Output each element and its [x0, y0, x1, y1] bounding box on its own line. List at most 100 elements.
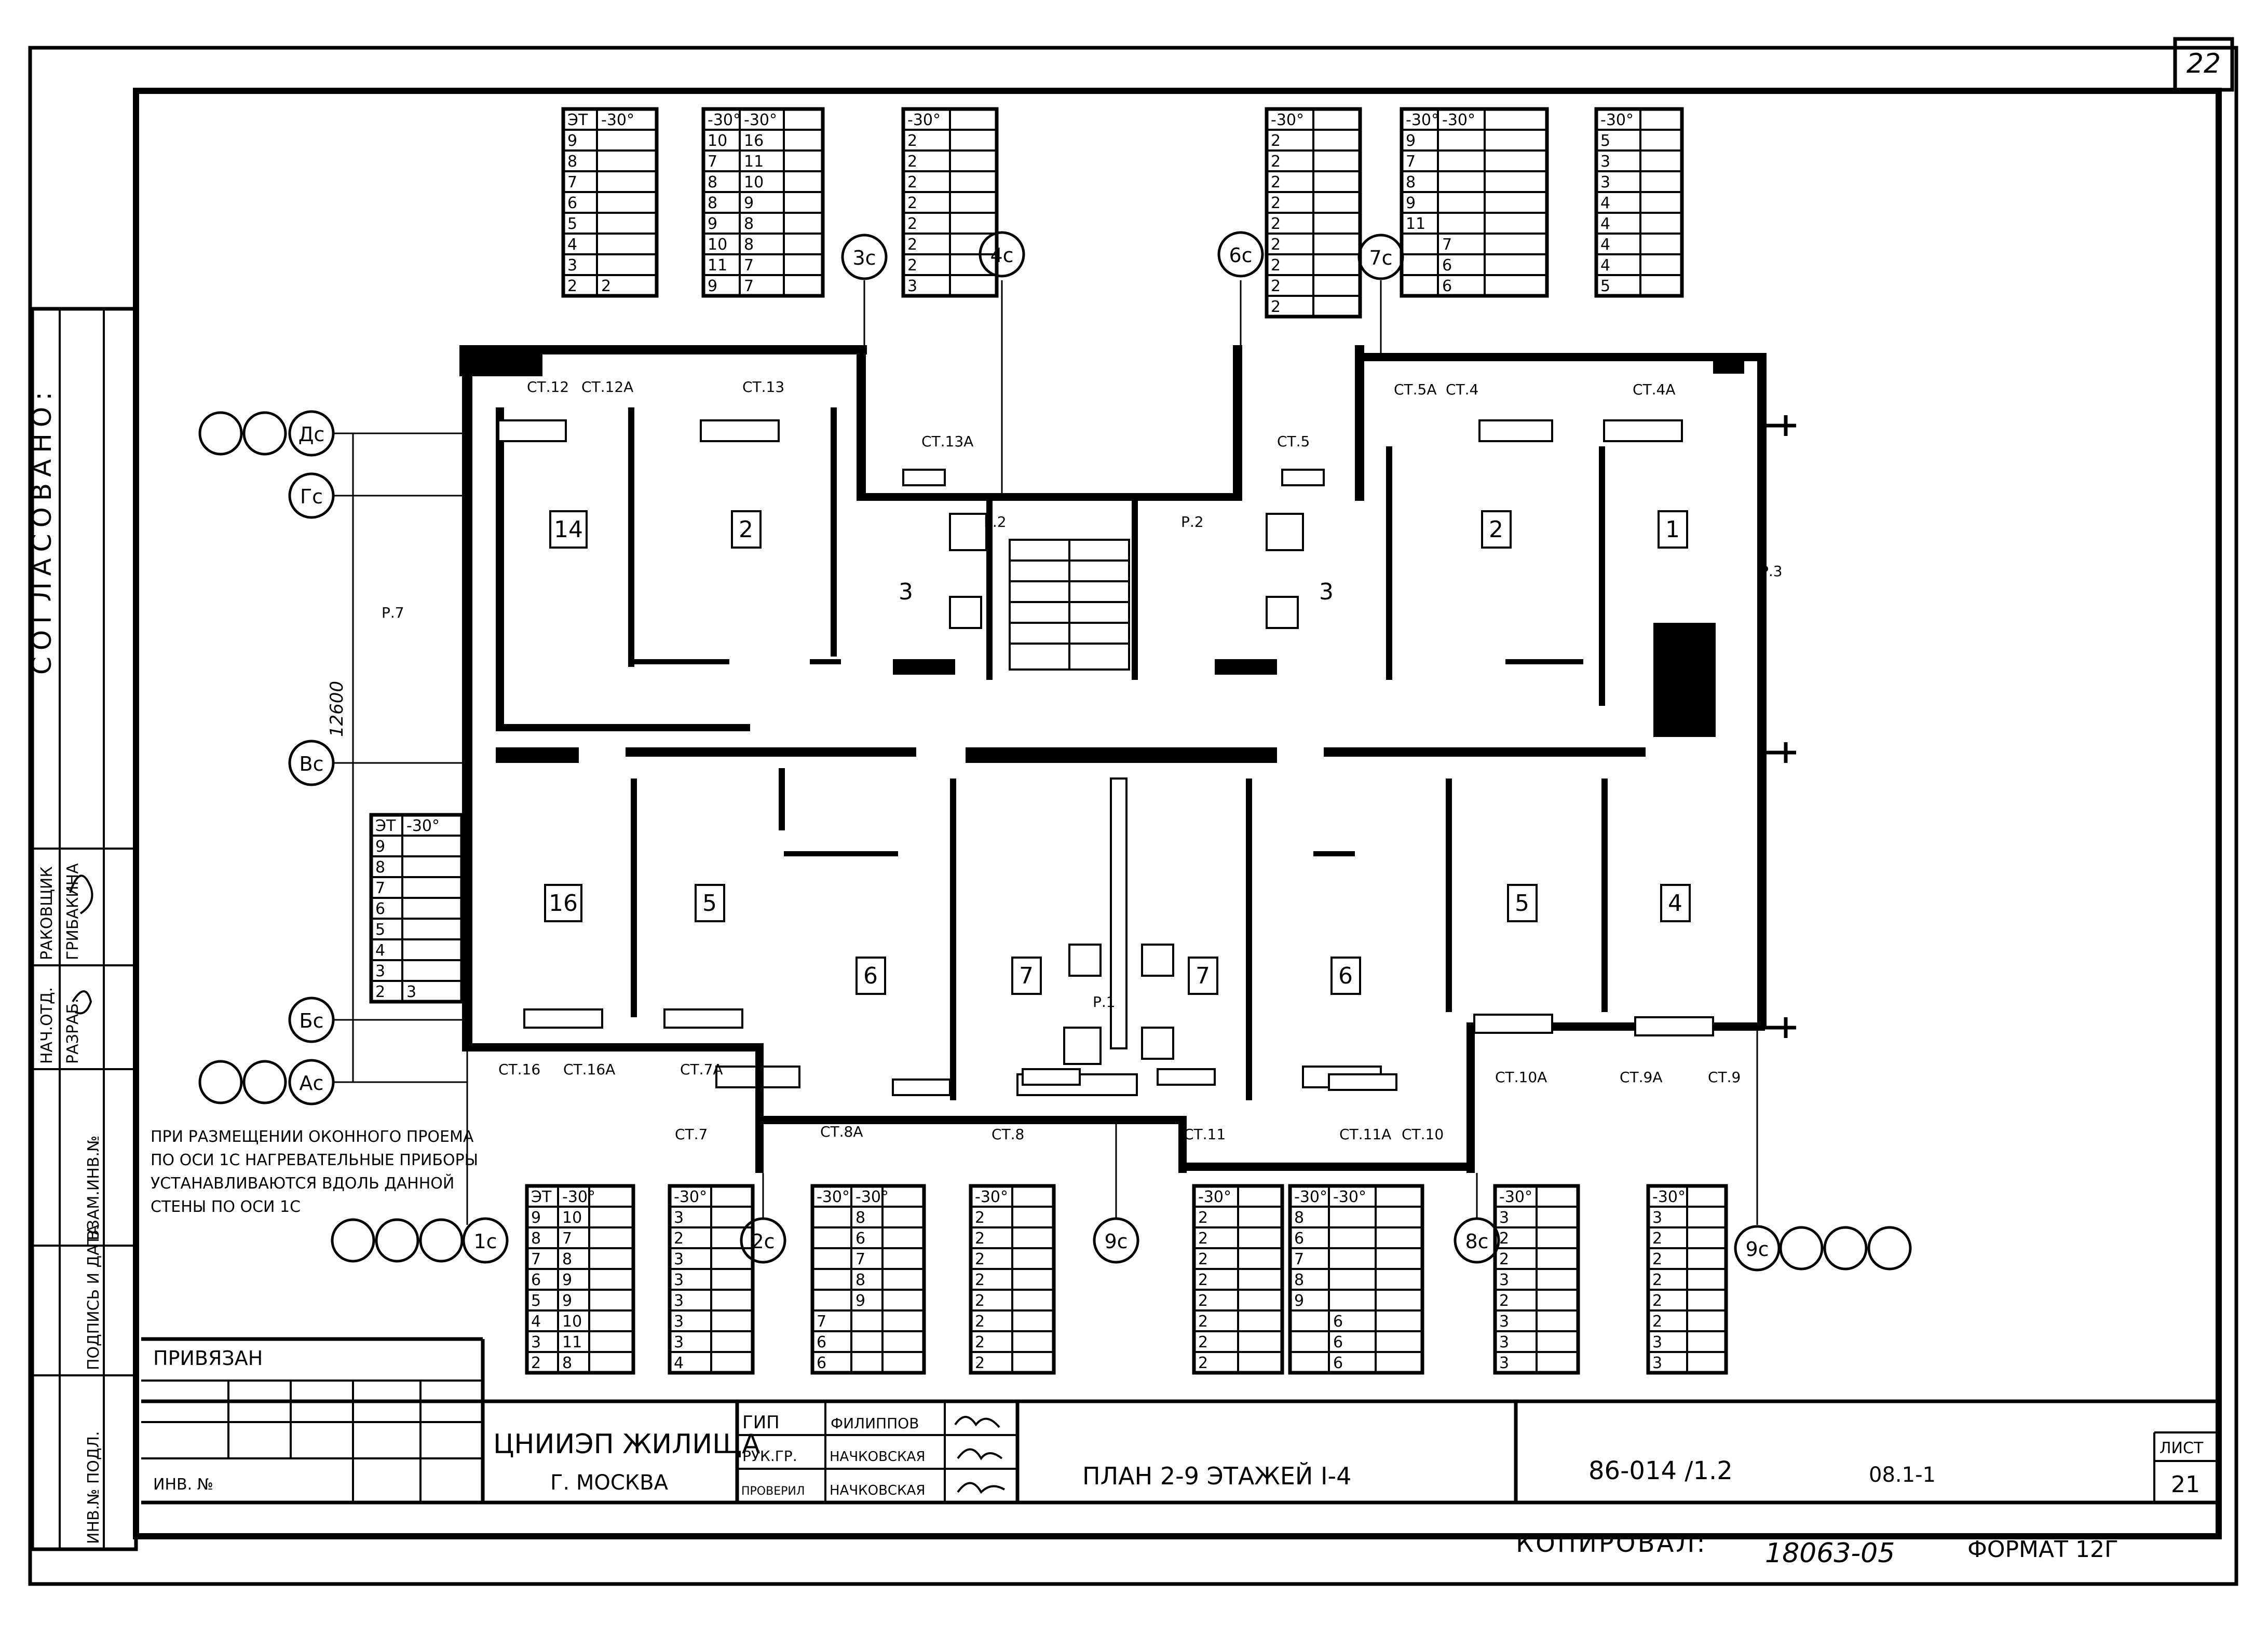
svg-text:ПРИ РАЗМЕЩЕНИИ ОКОННОГО ПРОЕМА: ПРИ РАЗМЕЩЕНИИ ОКОННОГО ПРОЕМА — [151, 1128, 474, 1146]
table-cell: 3 — [674, 1271, 684, 1289]
table-cell: 9 — [1406, 194, 1416, 212]
stamp-replace: ВЗАМ.ИНВ.№ — [85, 1136, 103, 1240]
table-cell: 11 — [708, 256, 727, 275]
table-cell: 8 — [708, 194, 717, 212]
axis-marker-dc: Дс — [198, 410, 335, 457]
table-cell: 2 — [567, 277, 577, 295]
pipe-r1: Р.1 — [1093, 993, 1116, 1010]
sheet-code2: 08.1-1 — [1869, 1463, 1936, 1487]
svg-text:7: 7 — [1019, 963, 1034, 989]
table-cell: 10 — [744, 173, 764, 192]
table-cell: -30° — [1499, 1188, 1532, 1206]
svg-text:6с: 6с — [1229, 244, 1252, 267]
svg-text:9с: 9с — [1745, 1238, 1769, 1261]
table-cell: -30° — [1294, 1188, 1327, 1206]
table-cell: 8 — [855, 1271, 865, 1289]
svg-text:Дс: Дс — [298, 423, 325, 446]
riser-st11: СТ.11 — [1184, 1126, 1226, 1143]
table-cell: 2 — [601, 277, 611, 295]
room-3a: 3 — [899, 579, 913, 605]
riser-st13a: СТ.13А — [921, 433, 973, 450]
format-label: ФОРМАТ 12Г — [1967, 1536, 2118, 1563]
table-cell: 7 — [567, 173, 577, 192]
svg-text:5: 5 — [1515, 890, 1529, 917]
svg-text:2с: 2с — [751, 1230, 775, 1253]
table-cell: 2 — [531, 1354, 541, 1372]
table-cell: 3 — [1499, 1354, 1509, 1372]
table-cell: 9 — [855, 1292, 865, 1310]
riser-st13: СТ.13 — [742, 378, 784, 395]
svg-text:14: 14 — [554, 516, 583, 543]
table-cell: 6 — [567, 194, 577, 212]
table-cell: 8 — [744, 236, 754, 254]
svg-text:6: 6 — [863, 963, 878, 989]
name-head: РАКОВЩИК — [38, 866, 56, 960]
table-cell: 5 — [375, 921, 385, 939]
riser-st10: СТ.10 — [1402, 1126, 1444, 1143]
table-cell: 4 — [531, 1313, 541, 1331]
table-cell: 2 — [1652, 1292, 1662, 1310]
table-cell: 3 — [674, 1292, 684, 1310]
table-cell: 7 — [744, 256, 754, 275]
table-cell: 7 — [531, 1250, 541, 1268]
table-cell: 2 — [907, 132, 917, 150]
svg-text:4: 4 — [1668, 890, 1682, 917]
table-cell: 8 — [562, 1250, 572, 1268]
table-cell: 9 — [1294, 1292, 1304, 1310]
role-head: НАЧ.ОТД. — [38, 987, 56, 1064]
table-cell: -30° — [1271, 111, 1304, 129]
table-cell: 8 — [744, 215, 754, 233]
room-16: 16 — [544, 884, 582, 922]
table-cell: 2 — [1271, 132, 1281, 150]
svg-text:Бс: Бс — [300, 1009, 324, 1032]
axis-marker-9c: 9с — [1734, 1225, 1912, 1272]
table-cell: 3 — [1652, 1209, 1662, 1227]
table-cell: -30° — [1406, 111, 1439, 129]
table-cell: 8 — [708, 173, 717, 192]
stamp-inv: ИНВ.№ ПОДЛ. — [85, 1431, 103, 1544]
table-cell: -30° — [1600, 111, 1634, 129]
table-cell: 7 — [855, 1250, 865, 1268]
table-cell: 2 — [1499, 1230, 1509, 1248]
table-cell: 6 — [1442, 256, 1452, 275]
role-ruk: РУК.ГР. — [742, 1448, 797, 1465]
table-cell: -30° — [744, 111, 777, 129]
name-dev: ГРИБАКИНА — [64, 863, 82, 960]
table-cell: 4 — [1600, 194, 1610, 212]
room-7a: 7 — [1011, 957, 1042, 995]
table-cell: 2 — [975, 1271, 985, 1289]
list-number: 21 — [2171, 1471, 2200, 1498]
axis-marker-ac: Ас — [198, 1059, 335, 1105]
building-plan — [459, 345, 1796, 1173]
table-cell: 2 — [975, 1333, 985, 1351]
table-cell: 10 — [562, 1313, 582, 1331]
name-check: НАЧКОВСКАЯ — [830, 1483, 925, 1498]
room-6a: 6 — [855, 957, 886, 995]
table-cell: 7 — [817, 1313, 826, 1331]
table-cell: -30° — [907, 111, 941, 129]
svg-text:1: 1 — [1665, 516, 1680, 543]
svg-text:9с: 9с — [1104, 1230, 1128, 1253]
axis-marker-gc: Гс — [288, 472, 335, 519]
riser-st8a: СТ.8А — [820, 1123, 863, 1140]
room-labels: 14 2 3 3 2 1 16 5 6 7 7 6 5 4 — [544, 510, 1691, 995]
table-cell: 2 — [1499, 1292, 1509, 1310]
riser-st4: СТ.4 — [1446, 381, 1478, 398]
table-cell: 5 — [1600, 132, 1610, 150]
role-check: ПРОВЕРИЛ — [741, 1485, 805, 1498]
sheet-number: 22 — [2186, 48, 2221, 79]
copied-label: КОПИРОВАЛ: — [1516, 1529, 1707, 1558]
table-cell: 9 — [562, 1292, 572, 1310]
name-ruk: НАЧКОВСКАЯ — [830, 1449, 925, 1465]
table-cell: 2 — [375, 983, 385, 1001]
table-cell: 2 — [1271, 277, 1281, 295]
svg-text:5: 5 — [702, 890, 717, 917]
table-cell: 2 — [1271, 236, 1281, 254]
table-cell: 9 — [375, 838, 385, 856]
table-cell: 11 — [562, 1333, 582, 1351]
stamp-sign: ПОДПИСЬ И ДАТА — [85, 1224, 103, 1370]
table-cell: 9 — [562, 1271, 572, 1289]
